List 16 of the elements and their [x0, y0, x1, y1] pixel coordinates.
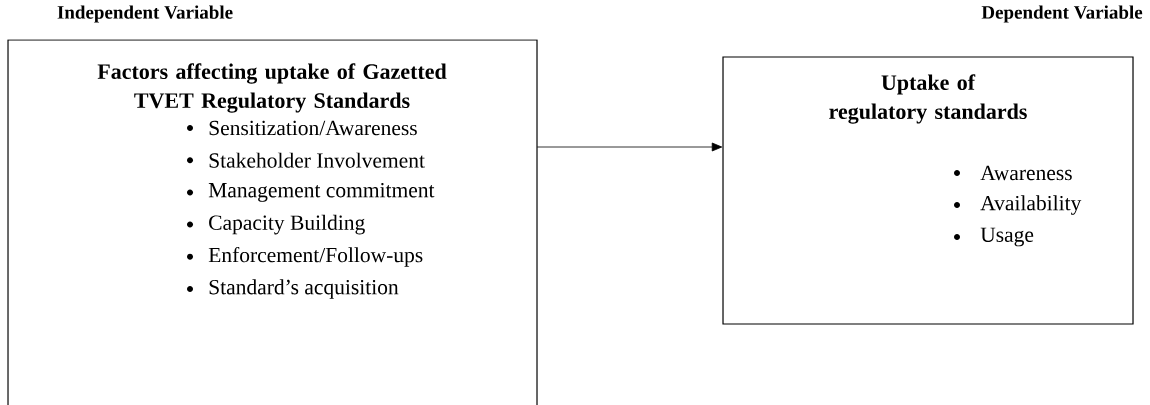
column-heading: Independent Variable — [57, 5, 233, 23]
variable-box — [722, 56, 1134, 325]
list-item: Stakeholder Involvement — [209, 152, 425, 168]
column-heading: Dependent Variable — [981, 5, 1143, 23]
box-title: Uptake of regulatory standards — [829, 74, 1027, 124]
list-item: Sensitization/Awareness — [209, 120, 417, 136]
arrow — [536, 142, 723, 152]
list-item: Usage — [980, 227, 1034, 247]
list-item: Awareness — [980, 165, 1072, 181]
variable-box — [7, 39, 538, 405]
list-item: Enforcement/Follow-ups — [208, 246, 423, 267]
box-title: Factors affecting uptake of Gazetted TVET Regulatory Standards — [97, 63, 447, 113]
list-item: Capacity Building — [209, 214, 365, 235]
list-item: Management commitment — [208, 182, 435, 202]
list-item: Standard’s acquisition — [209, 279, 399, 299]
list-item: Availability — [980, 195, 1082, 215]
